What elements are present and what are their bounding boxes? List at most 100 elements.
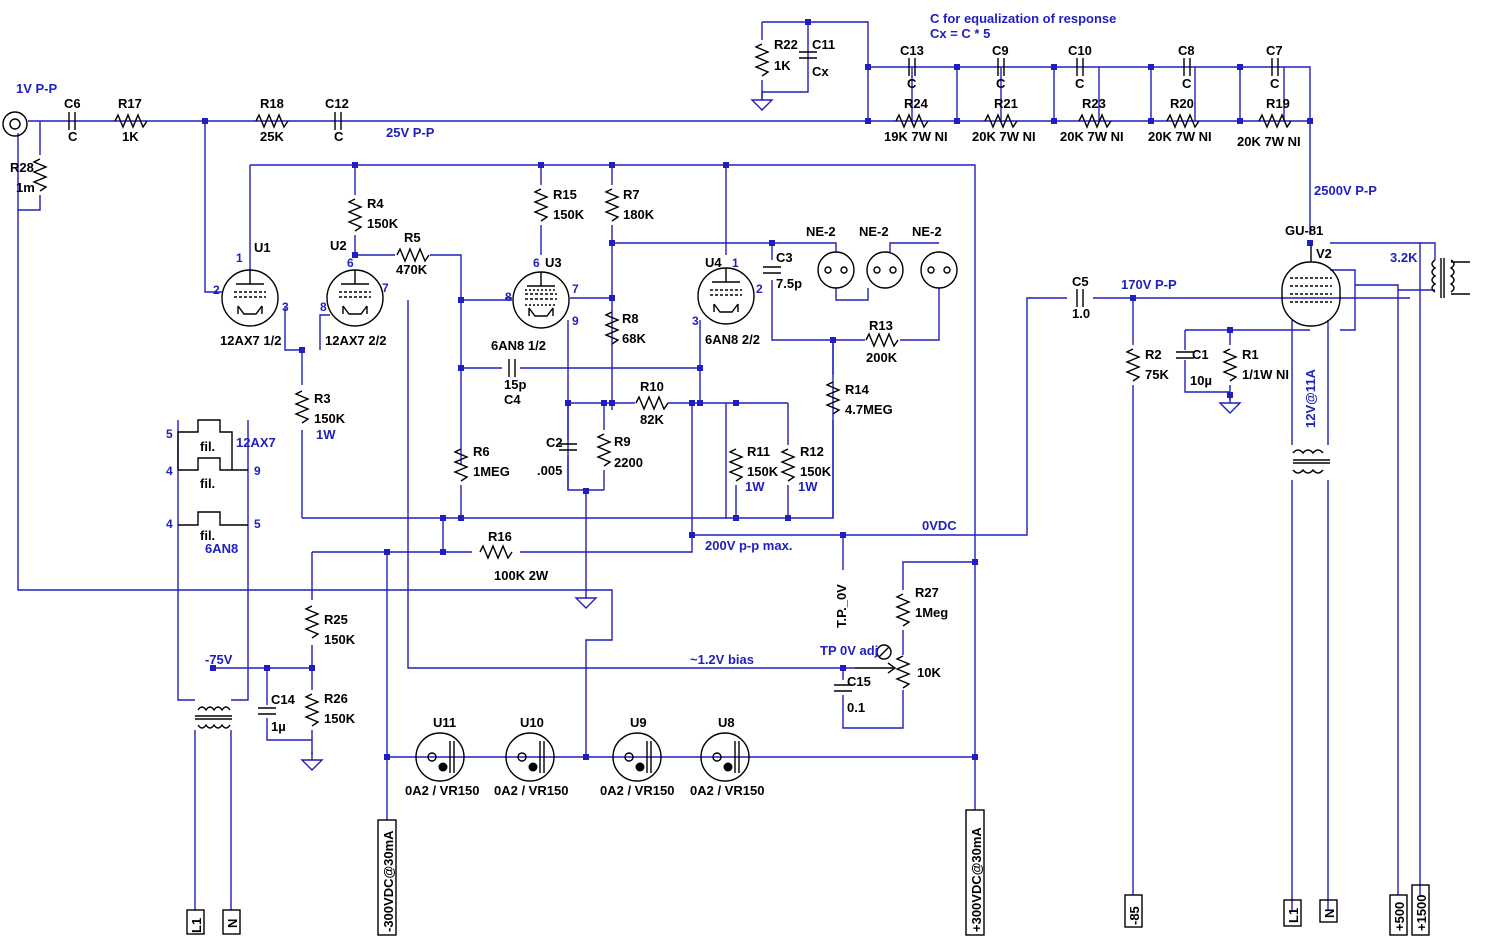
output-transformer <box>1431 258 1470 298</box>
c5-value: 1.0 <box>1072 306 1090 321</box>
r3-rating: 1W <box>316 427 336 442</box>
r11-rating: 1W <box>745 479 765 494</box>
r12-ref: R12 <box>800 444 824 459</box>
svg-text:8: 8 <box>505 290 512 304</box>
u9-ref: U9 <box>630 715 647 730</box>
svg-text:7: 7 <box>572 282 579 296</box>
c13-value: C <box>907 76 917 91</box>
r20-value: 20K 7W NI <box>1148 129 1212 144</box>
r12-resistor <box>781 448 795 482</box>
r10-ref: R10 <box>640 379 664 394</box>
pin-numbers: 1 2 3 6 8 7 6 8 7 9 1 2 3 5 4 9 4 5 <box>166 251 763 531</box>
c1-value: 10µ <box>1190 373 1212 388</box>
c9-ref: C9 <box>992 43 1009 58</box>
plate-level-note: 2500V P-P <box>1314 183 1377 198</box>
r1-value: 1/1W NI <box>1242 367 1289 382</box>
fil-label-2: fil. <box>200 476 215 491</box>
neg75-note: -75V <box>205 652 233 667</box>
pot-value: 10K <box>917 665 941 680</box>
r11-resistor <box>729 448 743 482</box>
c15-ref: C15 <box>847 674 871 689</box>
input-level-note: 1V P-P <box>16 81 58 96</box>
ne2-lamp-3 <box>920 251 958 289</box>
filament-note: 12V@11A <box>1303 368 1318 428</box>
u10-type: 0A2 / VR150 <box>494 783 568 798</box>
r22-ref: R22 <box>774 37 798 52</box>
terminal-boxes <box>186 809 1430 936</box>
r16-value: 100K 2W <box>494 568 549 583</box>
r18-value: 25K <box>260 129 284 144</box>
r25-ref: R25 <box>324 612 348 627</box>
r8-value: 68K <box>622 331 646 346</box>
u8-type: 0A2 / VR150 <box>690 783 764 798</box>
r5-ref: R5 <box>404 230 421 245</box>
r15-resistor <box>534 188 548 222</box>
r28-value: 1m <box>16 180 35 195</box>
svg-text:4: 4 <box>166 517 173 531</box>
r22-resistor <box>755 43 769 77</box>
c11-ref: C11 <box>812 37 835 52</box>
eq-formula-note: Cx = C * 5 <box>930 26 990 41</box>
potentiometer-10k[interactable] <box>855 644 910 689</box>
r11-ref: R11 <box>747 444 770 459</box>
u1-triode <box>221 269 279 327</box>
ne2-lamp-1 <box>817 251 855 289</box>
u8-ref: U8 <box>718 715 735 730</box>
r13-resistor <box>865 333 899 347</box>
svg-text:4: 4 <box>166 464 173 478</box>
r6-ref: R6 <box>473 444 490 459</box>
r25-value: 150K <box>324 632 356 647</box>
c4-value: 15p <box>504 377 526 392</box>
svg-text:3: 3 <box>282 300 289 314</box>
r9-value: 2200 <box>614 455 643 470</box>
r10-value: 82K <box>640 412 664 427</box>
r23-value: 20K 7W NI <box>1060 129 1124 144</box>
u9-type: 0A2 / VR150 <box>600 783 674 798</box>
terminal-pos300: +300VDC@30mA <box>969 827 984 932</box>
r26-value: 150K <box>324 711 356 726</box>
terminal-neg300: -300VDC@30mA <box>381 830 396 932</box>
c11-value: Cx <box>812 64 829 79</box>
terminal-neg85: -85 <box>1127 906 1142 925</box>
r17-ref: R17 <box>118 96 142 111</box>
filament-transformer-left <box>195 706 232 729</box>
ground-symbol-mid <box>575 589 597 609</box>
r6-value: 1MEG <box>473 464 510 479</box>
svg-text:6: 6 <box>533 256 540 270</box>
r16-resistor <box>479 545 513 559</box>
drive-level-note: 25V P-P <box>386 125 435 140</box>
c14-capacitor <box>257 707 277 715</box>
c5-ref: C5 <box>1072 274 1089 289</box>
r17-value: 1K <box>122 129 139 144</box>
c8-ref: C8 <box>1178 43 1195 58</box>
c15-value: 0.1 <box>847 700 865 715</box>
r21-ref: R21 <box>994 96 1018 111</box>
bias-note: ~1.2V bias <box>690 652 754 667</box>
fil-label-3: fil. <box>200 528 215 543</box>
c6-value: C <box>68 129 78 144</box>
filament-strings <box>177 419 248 526</box>
r7-ref: R7 <box>623 187 640 202</box>
terminal-n-left: N <box>225 919 240 928</box>
ground-symbol-low <box>301 751 323 771</box>
grid-level-note: 170V P-P <box>1121 277 1177 292</box>
u4-type: 6AN8 2/2 <box>705 332 760 347</box>
r4-value: 150K <box>367 216 399 231</box>
terminal-l1-left: L1 <box>189 918 204 933</box>
tp-adj-note: TP 0V adj <box>820 643 878 658</box>
c14-ref: C14 <box>271 692 296 707</box>
fil-tube-b: 6AN8 <box>205 541 238 556</box>
c4-ref: C4 <box>504 392 521 407</box>
c3-ref: C3 <box>776 250 793 265</box>
c14-value: 1µ <box>271 719 286 734</box>
u2-triode <box>326 269 384 327</box>
svg-text:7: 7 <box>382 281 389 295</box>
r1-resistor <box>1223 348 1237 382</box>
r20-ref: R20 <box>1170 96 1194 111</box>
u3-pentode <box>512 271 570 329</box>
terminal-n-right: N <box>1322 909 1337 918</box>
svg-text:9: 9 <box>572 314 579 328</box>
r1-ref: R1 <box>1242 347 1259 362</box>
ne2-lamp-2 <box>866 251 904 289</box>
r14-ref: R14 <box>845 382 870 397</box>
